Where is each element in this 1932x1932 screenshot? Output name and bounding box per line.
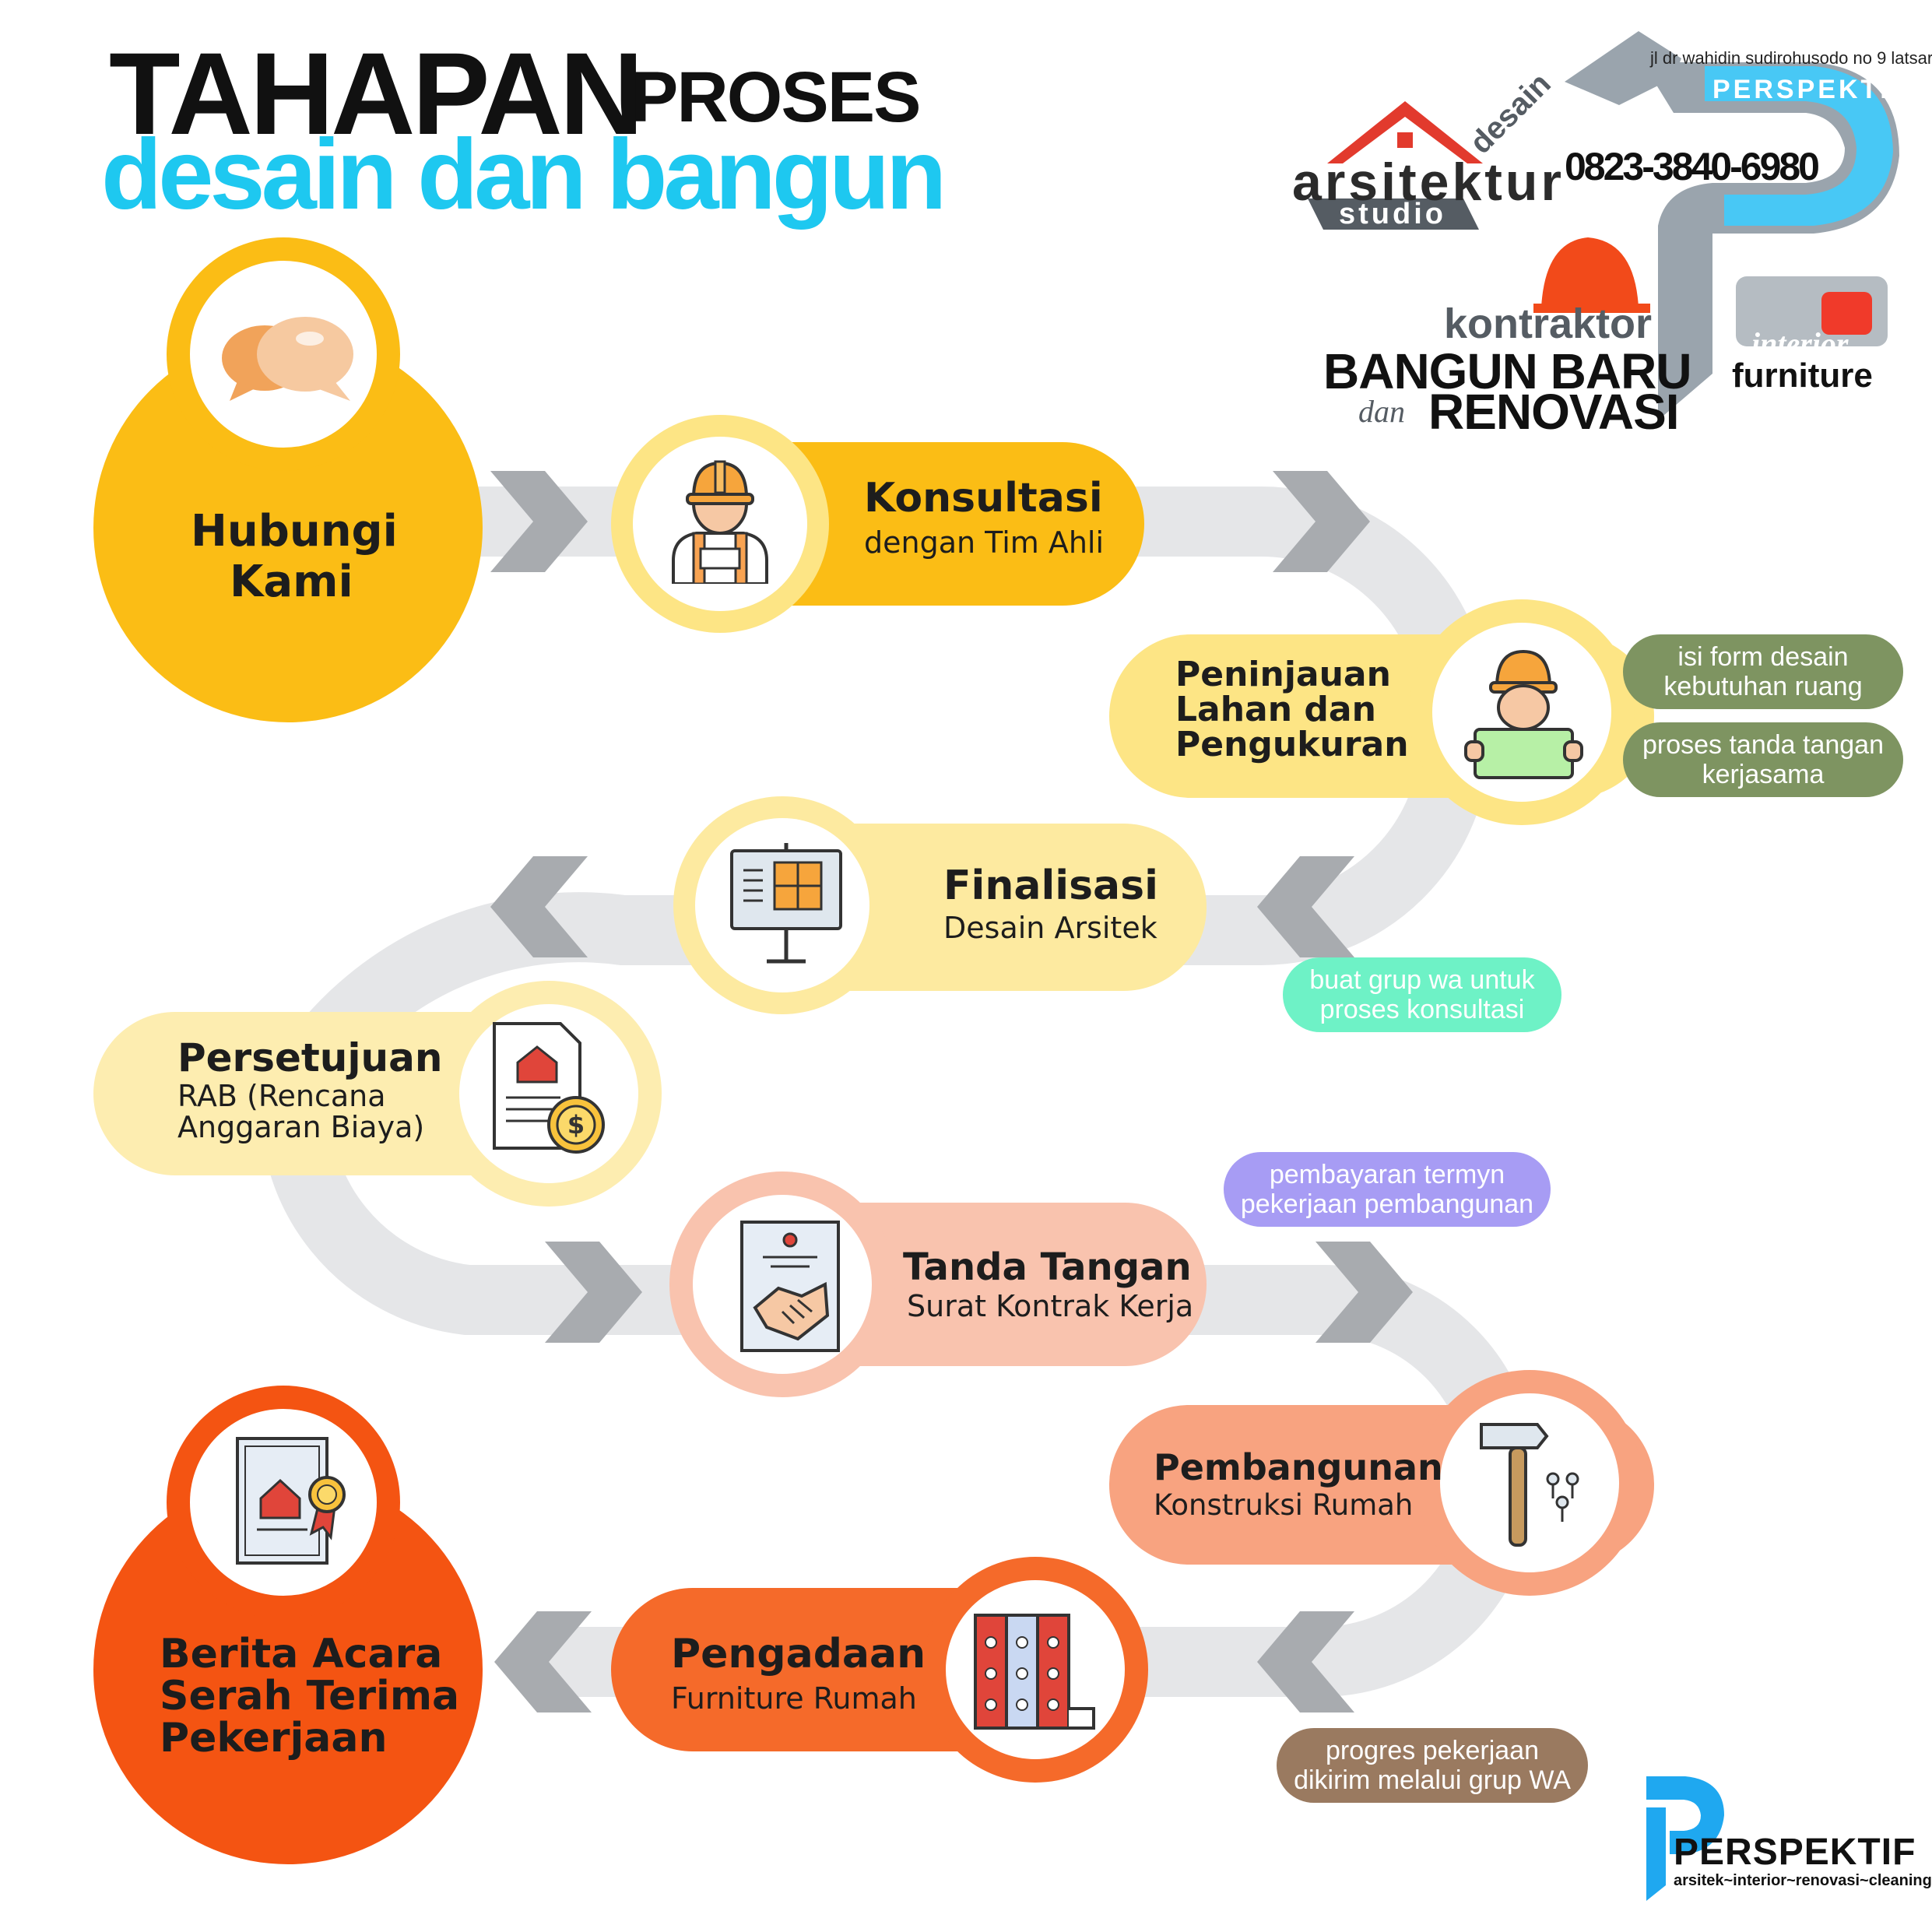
logo-phone: 0823-3840-6980 — [1565, 145, 1820, 188]
finalisasi-subtitle: Desain Arsitek — [943, 911, 1157, 945]
peninjauan-title-1: Peninjauan — [1175, 655, 1391, 694]
berita-acara-title-1: Berita Acara — [160, 1631, 443, 1677]
pengadaan-subtitle: Furniture Rumah — [671, 1681, 917, 1716]
svg-text:$: $ — [567, 1110, 585, 1140]
curtain-fabric-icon — [974, 1614, 1095, 1730]
persetujuan-subtitle-1: RAB (Rencana — [177, 1079, 386, 1113]
logo-interior: interior — [1751, 326, 1849, 361]
note-form-desain: isi form desain kebutuhan ruang — [1623, 634, 1903, 709]
tanda-tangan-subtitle: Surat Kontrak Kerja — [907, 1289, 1194, 1323]
rab-document-icon: $ — [493, 1022, 605, 1154]
footer-logo-name: PERSPEKTIF — [1674, 1832, 1916, 1873]
tanda-tangan-title: Tanda Tangan — [903, 1245, 1192, 1289]
logo-furniture: furniture — [1732, 357, 1873, 395]
chevron-right-3 — [545, 1242, 642, 1343]
logo-studio: studio — [1339, 198, 1446, 230]
chevron-left-1 — [1257, 856, 1354, 957]
logo-address: jl dr wahidin sudirohusodo no 9 latsari … — [1650, 48, 1932, 68]
logo-bangun-baru: BANGUN BARU — [1323, 343, 1692, 399]
persetujuan-title: Persetujuan — [177, 1035, 443, 1080]
konsultasi-subtitle: dengan Tim Ahli — [864, 525, 1105, 560]
chevron-left-4 — [494, 1611, 592, 1712]
hubungi-title-2: Kami — [230, 557, 353, 607]
finalisasi-title: Finalisasi — [943, 862, 1158, 909]
chevron-right-4 — [1316, 1242, 1413, 1343]
persetujuan-subtitle-2: Anggaran Biaya) — [177, 1110, 425, 1144]
hubungi-title-1: Hubungi — [191, 506, 398, 557]
pembangunan-subtitle: Konstruksi Rumah — [1154, 1488, 1414, 1522]
handshake-contract-icon — [740, 1221, 840, 1352]
peninjauan-title-3: Pengukuran — [1175, 725, 1409, 764]
certificate-house-icon — [236, 1437, 346, 1565]
logo-kontraktor: kontraktor — [1444, 300, 1653, 347]
peninjauan-title-2: Lahan dan — [1175, 690, 1376, 729]
logo-arsitektur: arsitektur — [1292, 153, 1565, 212]
surveyor-icon — [1464, 649, 1583, 779]
hubungi-circle — [93, 333, 483, 722]
pembangunan-title: Pembangunan — [1154, 1446, 1443, 1488]
note-progres: progres pekerjaan dikirim melalui grup W… — [1277, 1728, 1588, 1803]
title-proses: PROSES — [631, 58, 921, 137]
worker-icon — [672, 460, 768, 584]
note-pembayaran: pembayaran termyn pekerjaan pembangunan — [1224, 1152, 1551, 1227]
logo-perspektif-arc: PERSPEKTIF — [1712, 75, 1910, 104]
logo-renovasi: RENOVASI — [1428, 384, 1680, 440]
chevron-right-1 — [490, 471, 588, 572]
speech-bubbles-icon — [222, 317, 353, 401]
hammer-nails-icon — [1480, 1423, 1579, 1547]
perspektif-footer-logo-icon — [1646, 1776, 1724, 1901]
konsultasi-title: Konsultasi — [864, 475, 1103, 522]
chevron-right-2 — [1273, 471, 1370, 572]
berita-acara-title-2: Serah Terima — [160, 1673, 460, 1719]
chevron-left-3 — [1257, 1611, 1354, 1712]
title-main: TAHAPAN — [109, 28, 644, 159]
footer-logo-tagline: arsitek~interior~renovasi~cleaning — [1674, 1872, 1932, 1889]
berita-acara-title-3: Pekerjaan — [160, 1715, 388, 1762]
logo-dan: dan — [1358, 394, 1405, 429]
chevron-left-2 — [490, 856, 588, 957]
note-grup-wa: buat grup wa untuk proses konsultasi — [1283, 957, 1561, 1032]
pengadaan-title: Pengadaan — [671, 1631, 926, 1677]
presentation-board-icon — [730, 843, 842, 964]
title-sub: desain dan bangun — [101, 119, 947, 230]
note-tanda-tangan: proses tanda tangan kerjasama — [1623, 722, 1903, 797]
